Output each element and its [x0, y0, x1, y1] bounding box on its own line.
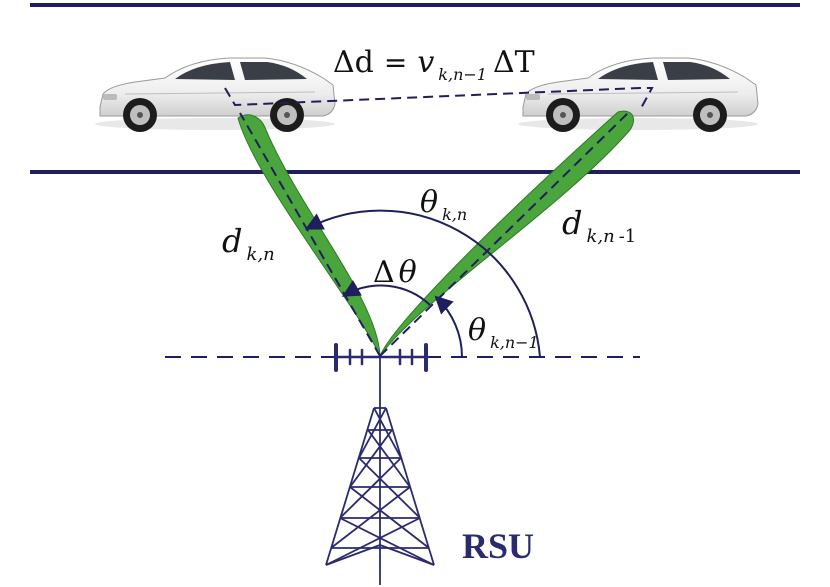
distance-previous-label: d k,n -1	[562, 204, 636, 247]
distance-current-label: d k,n	[222, 222, 275, 265]
delta-theta-label: Δ θ	[373, 255, 417, 290]
beam-previous	[379, 110, 634, 357]
theta-current-arc	[304, 209, 541, 358]
rsu-tower-icon	[325, 357, 435, 585]
delta-d-equation: Δd = v k,n−1 ΔT	[333, 45, 535, 84]
beam-current-axis	[239, 112, 381, 357]
car-current-icon	[95, 57, 336, 132]
displacement-dashed-line	[224, 87, 654, 111]
delta-theta-arc	[341, 280, 431, 306]
theta-previous-label: θ k,n−1	[468, 313, 539, 352]
antenna-array-icon	[332, 343, 430, 372]
car-previous-icon	[518, 57, 759, 132]
theta-current-label: θ k,n	[420, 185, 467, 224]
beam-previous-axis	[379, 112, 629, 357]
rsu-label: RSU	[462, 526, 534, 566]
theta-previous-arc	[434, 295, 464, 358]
